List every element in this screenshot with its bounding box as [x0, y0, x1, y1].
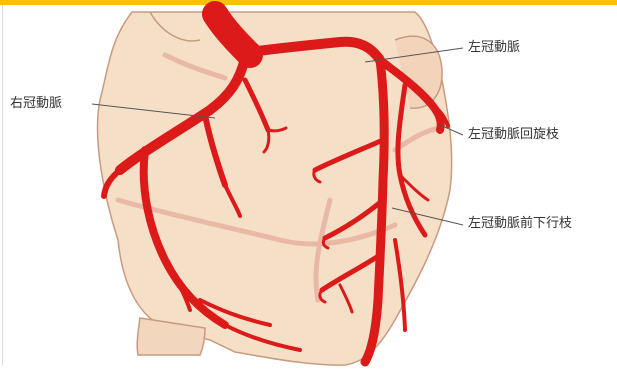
heart-body: [98, 12, 452, 365]
label-left-coronary-artery: 左冠動脈: [468, 40, 520, 56]
label-left-anterior-descending-artery: 左冠動脈前下行枝: [468, 216, 572, 232]
label-right-coronary-artery: 右冠動脈: [10, 96, 62, 112]
label-left-circumflex-artery: 左冠動脈回旋枝: [468, 127, 559, 143]
